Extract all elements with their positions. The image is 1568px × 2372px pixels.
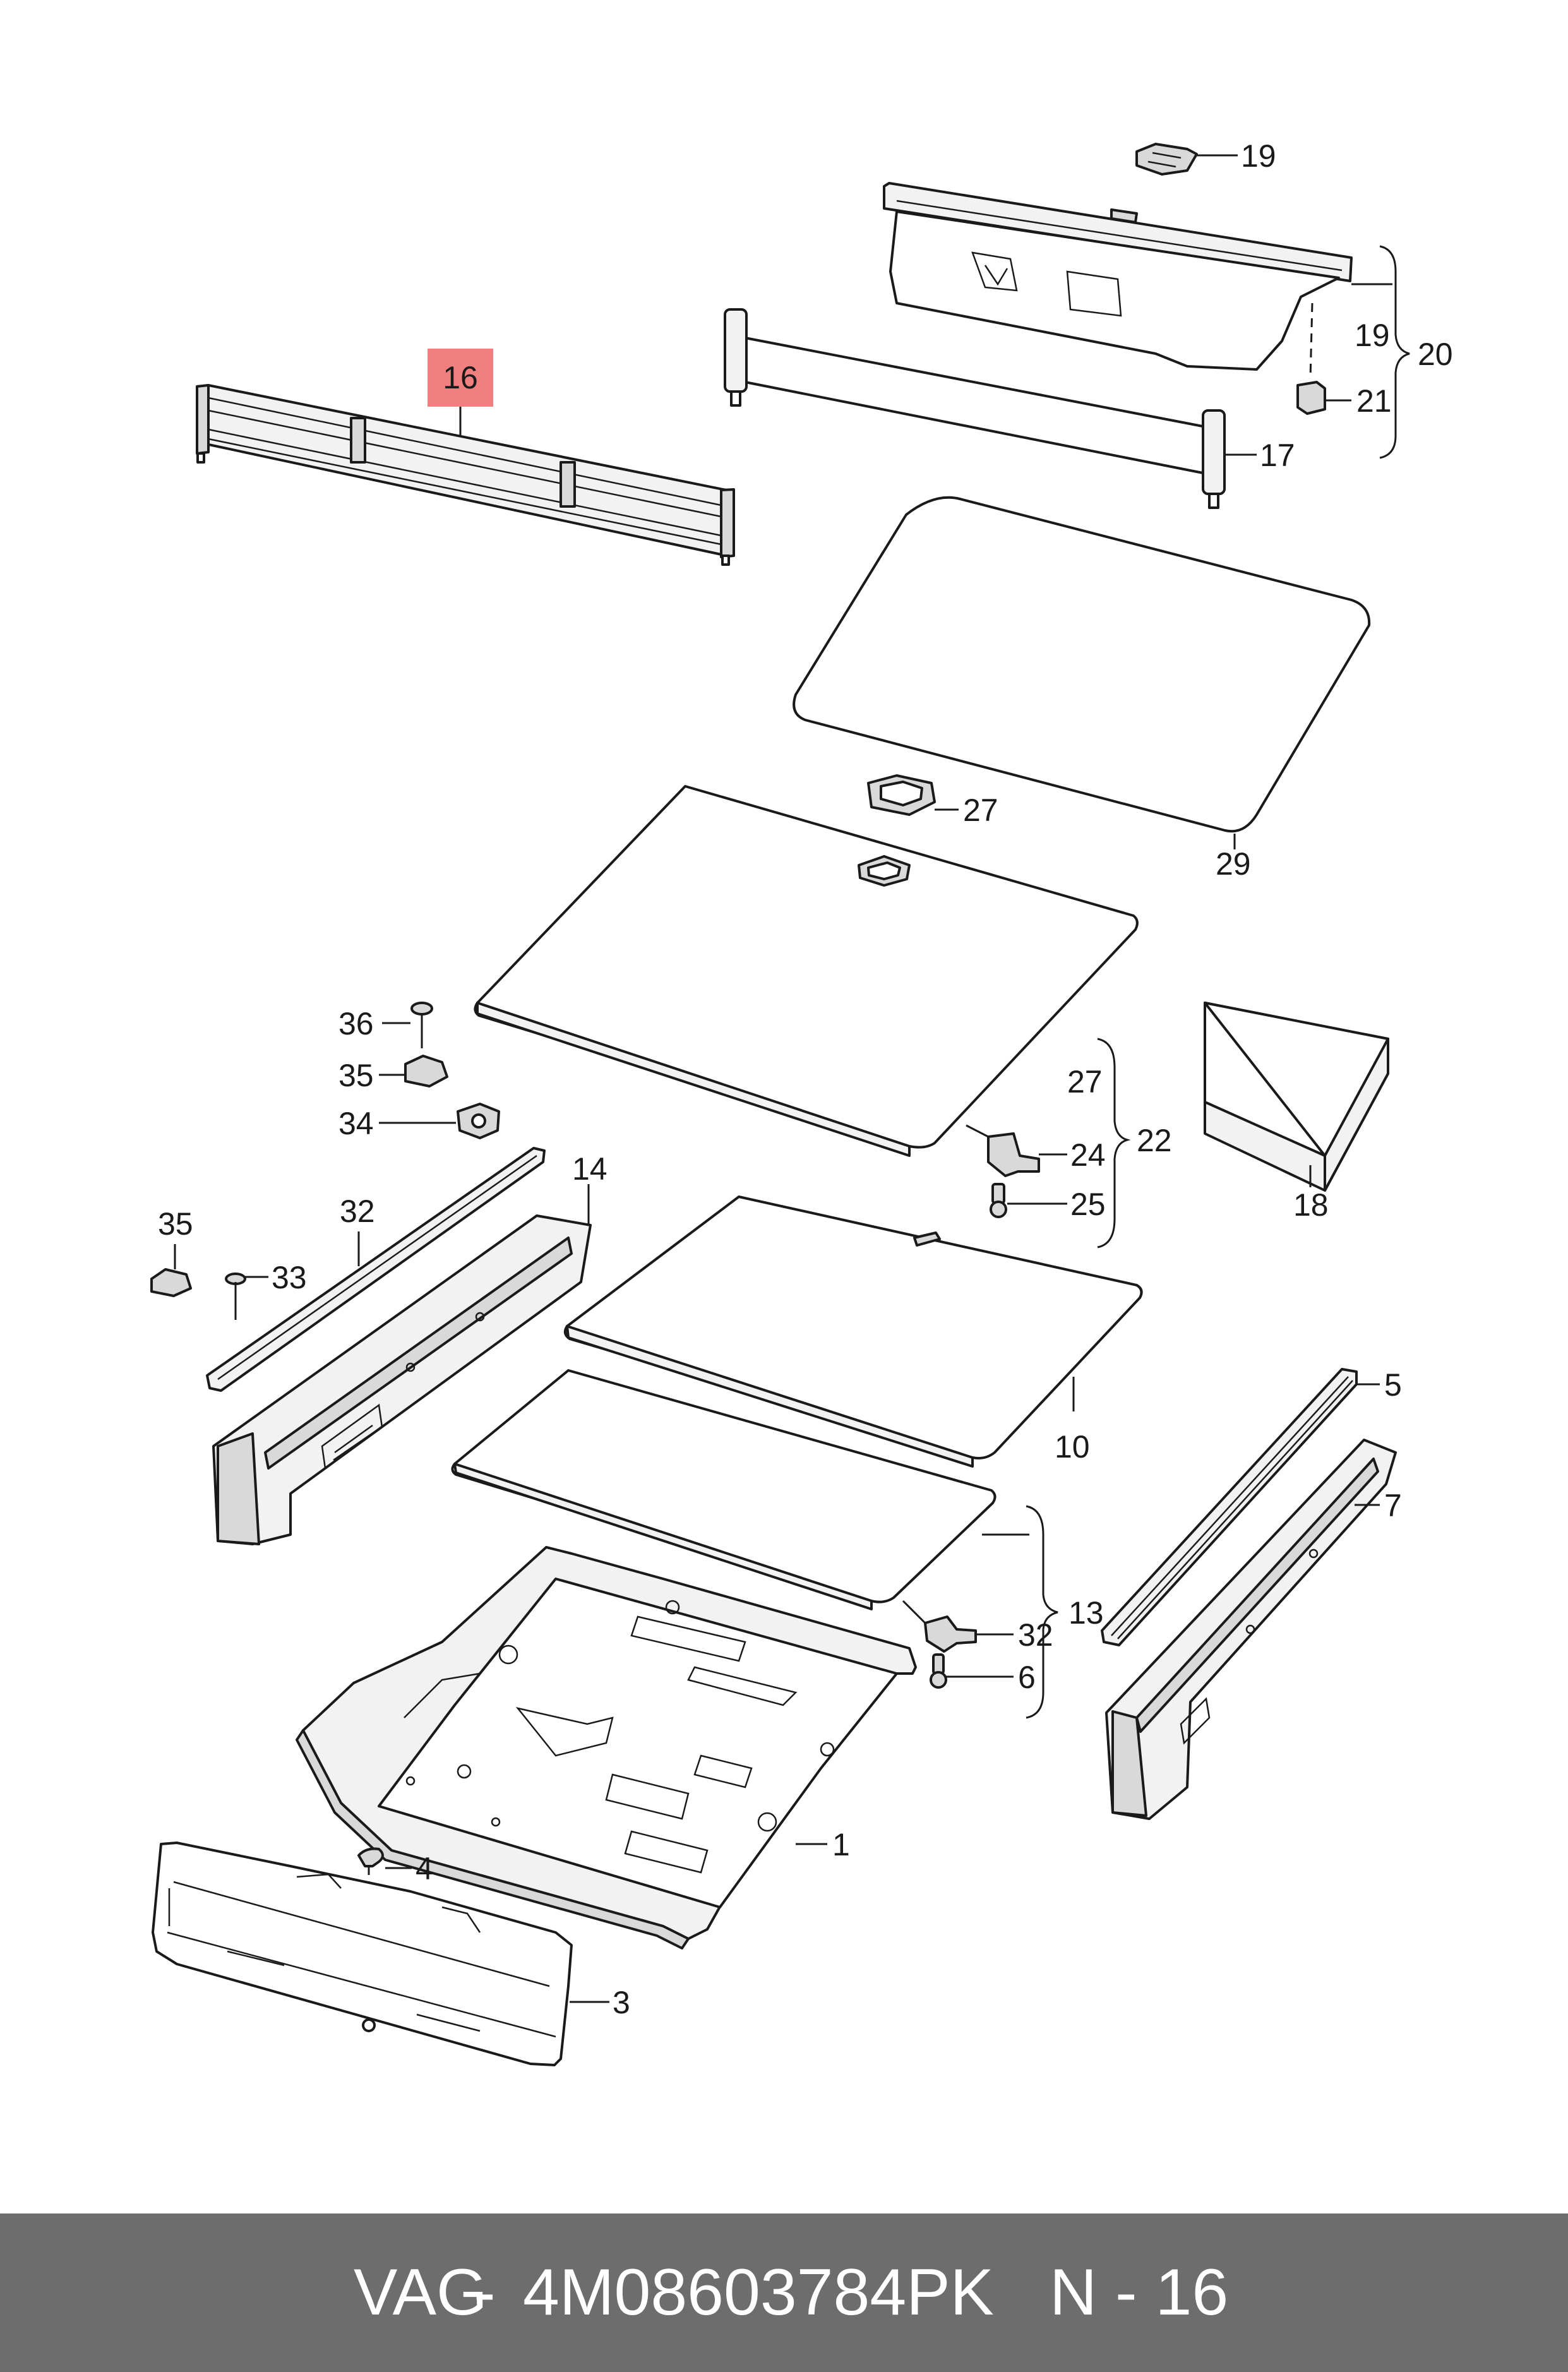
part-25-screw[interactable]: [990, 1183, 1007, 1218]
callout-27-top: 27: [963, 793, 998, 828]
callout-32-left: 32: [340, 1194, 375, 1229]
callout-34: 34: [338, 1106, 374, 1141]
footer-reference: N - 16: [1050, 2256, 1229, 2329]
callout-17: 17: [1260, 438, 1295, 473]
part-35-clip-upper[interactable]: [404, 1055, 448, 1087]
part-7-screw[interactable]: [930, 1653, 947, 1689]
callout-35-upper: 35: [338, 1058, 374, 1093]
callout-20: 20: [1418, 337, 1453, 372]
footer-brand: VAG: [354, 2256, 488, 2329]
callout-29: 29: [1216, 846, 1251, 882]
part-29-boot-mat[interactable]: [793, 496, 1371, 833]
part-27-handle-loop[interactable]: [867, 774, 936, 816]
part-33-screw[interactable]: [225, 1273, 246, 1320]
footer-separator: -: [474, 2256, 496, 2329]
part-20-sill-trim-assembly[interactable]: [883, 182, 1353, 371]
part-13-rail-bracket-right[interactable]: [1105, 1439, 1397, 1820]
part-1-boot-tub[interactable]: [296, 1546, 917, 1950]
callout-32-right: 5: [1384, 1367, 1402, 1403]
part-14-rail-bracket-left[interactable]: [212, 1214, 592, 1545]
callout-10: 10: [1055, 1429, 1090, 1465]
callout-3: 3: [613, 1985, 630, 2020]
callout-21: 21: [1356, 383, 1392, 419]
part-5-lower-floor[interactable]: [451, 1369, 996, 1610]
callout-19-top: 19: [1241, 138, 1276, 174]
callout-6: 32: [1018, 1617, 1053, 1653]
part-10-floor-panel[interactable]: [563, 1195, 1143, 1468]
footer-bar: VAG - 4M08603784PK N - 16: [0, 2213, 1568, 2372]
part-32-rail-left[interactable]: [206, 1147, 546, 1392]
part-4-screw[interactable]: [357, 1847, 384, 1867]
part-24-holder[interactable]: [987, 1132, 1040, 1177]
callout-25: 25: [1070, 1187, 1106, 1222]
callout-36: 36: [338, 1006, 374, 1041]
callout-27-right: 27: [1067, 1064, 1103, 1099]
callout-14: 14: [572, 1151, 607, 1187]
part-21-clip[interactable]: [1296, 381, 1326, 415]
part-3-rear-trim[interactable]: [152, 1842, 573, 2066]
callout-1: 1: [832, 1827, 850, 1862]
callout-19-right: 19: [1355, 318, 1390, 353]
part-36-bolt[interactable]: [410, 1002, 433, 1048]
callout-18: 18: [1293, 1187, 1329, 1223]
footer-part-number: 4M08603784PK: [523, 2256, 994, 2329]
callout-33: 33: [272, 1260, 307, 1295]
part-16-net-bar[interactable]: [196, 384, 735, 566]
part-35-clip-lower[interactable]: [150, 1268, 192, 1297]
callout-7: 6: [1018, 1660, 1036, 1695]
part-19-clip-top[interactable]: [1135, 143, 1198, 176]
exploded-parts-diagram: 16 19 19 20 21 17 29: [150, 138, 1453, 2066]
callout-22: 22: [1137, 1123, 1172, 1158]
callout-35-lower: 35: [158, 1206, 193, 1242]
callout-16: 16: [443, 360, 478, 395]
part-18-foam-block[interactable]: [1204, 1002, 1389, 1192]
part-17-partition-net[interactable]: [724, 308, 1226, 509]
callout-5: 13: [1068, 1595, 1104, 1631]
part-34-nut[interactable]: [457, 1103, 500, 1139]
callout-24: 24: [1070, 1137, 1106, 1173]
callout-13: 7: [1384, 1488, 1402, 1523]
highlight-box-16: [428, 349, 493, 407]
callout-4: 4: [416, 1851, 433, 1886]
part-6-holder[interactable]: [924, 1615, 977, 1653]
part-22-load-floor[interactable]: [474, 785, 1139, 1157]
